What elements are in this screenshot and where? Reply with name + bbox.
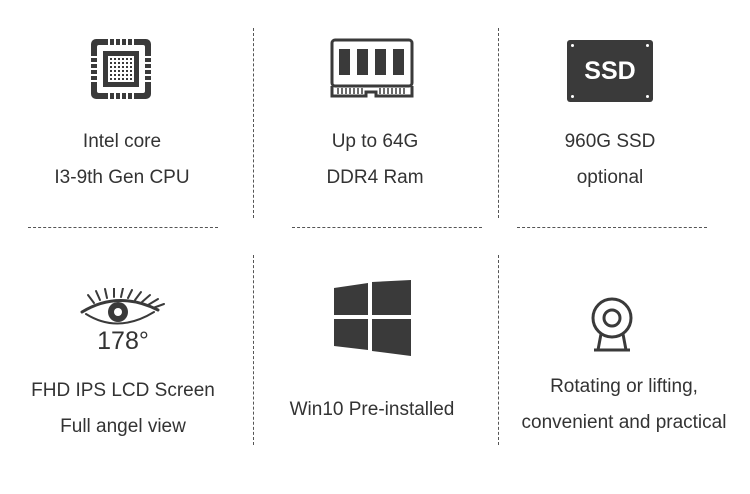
feature-label: optional (576, 167, 644, 188)
cpu-die-dot (126, 70, 128, 72)
viewing-angle-text: 178° (97, 327, 149, 355)
cpu-die-dot (118, 70, 120, 72)
feature-label: Win10 Pre-installed (289, 399, 455, 420)
divider-horizontal (517, 227, 707, 228)
cpu-die-dot (114, 66, 116, 68)
feature-label: DDR4 Ram (326, 167, 424, 188)
feature-label: Full angel view (60, 416, 186, 437)
cpu-die-dot (114, 58, 116, 60)
feature-label: Up to 64G (331, 131, 419, 152)
cpu-die-dot (118, 66, 120, 68)
cpu-die-dot (122, 70, 124, 72)
cpu-die-dot (122, 62, 124, 64)
divider-horizontal (292, 227, 482, 228)
cpu-die-dot (126, 78, 128, 80)
cpu-die-dot (126, 62, 128, 64)
corner-screw (646, 95, 649, 98)
cpu-die-dot (114, 78, 116, 80)
feature-label: I3-9th Gen CPU (54, 167, 190, 188)
cpu-die-dot (130, 70, 132, 72)
cpu-die-dot (114, 62, 116, 64)
cpu-die-dot (130, 58, 132, 60)
webcam-icon (591, 297, 633, 352)
divider-vertical (253, 255, 254, 445)
cpu-die-dot (110, 58, 112, 60)
cpu-die-dot (110, 74, 112, 76)
cpu-die-dot (118, 58, 120, 60)
ssd-icon: SSD (567, 40, 653, 102)
cpu-die-dot (110, 70, 112, 72)
divider-vertical (498, 28, 499, 218)
corner-screw (571, 44, 574, 47)
cpu-die-dot (118, 62, 120, 64)
feature-label: FHD IPS LCD Screen (31, 380, 215, 401)
cpu-die-dot (122, 74, 124, 76)
ssd-badge-text: SSD (584, 57, 636, 85)
divider-horizontal (28, 227, 218, 228)
cpu-die-dot (130, 66, 132, 68)
cpu-die-dot (126, 58, 128, 60)
cpu-die-dot (130, 74, 132, 76)
cpu-die-dot (118, 78, 120, 80)
corner-screw (646, 44, 649, 47)
cpu-die-dot (114, 70, 116, 72)
feature-label: Intel core (82, 131, 162, 152)
corner-screw (571, 95, 574, 98)
cpu-die-dot (118, 74, 120, 76)
feature-label: convenient and practical (521, 412, 727, 433)
cpu-die-dot (122, 66, 124, 68)
cpu-die-dot (126, 66, 128, 68)
cpu-die-dot (130, 62, 132, 64)
cpu-chip-icon (91, 39, 151, 99)
cpu-die-dot (110, 78, 112, 80)
cpu-die-dot (110, 66, 112, 68)
ram-module-icon (330, 38, 414, 98)
divider-vertical (253, 28, 254, 218)
divider-vertical (498, 255, 499, 445)
cpu-die-dot (114, 74, 116, 76)
feature-label: Rotating or lifting, (550, 376, 698, 397)
cpu-die-dot (130, 78, 132, 80)
eye-icon (80, 288, 165, 325)
cpu-die-dot (110, 62, 112, 64)
cpu-die-dot (126, 74, 128, 76)
cpu-die-dot (122, 78, 124, 80)
cpu-die-dot (122, 58, 124, 60)
feature-label: 960G SSD (564, 131, 656, 152)
windows-logo-icon (334, 280, 411, 356)
